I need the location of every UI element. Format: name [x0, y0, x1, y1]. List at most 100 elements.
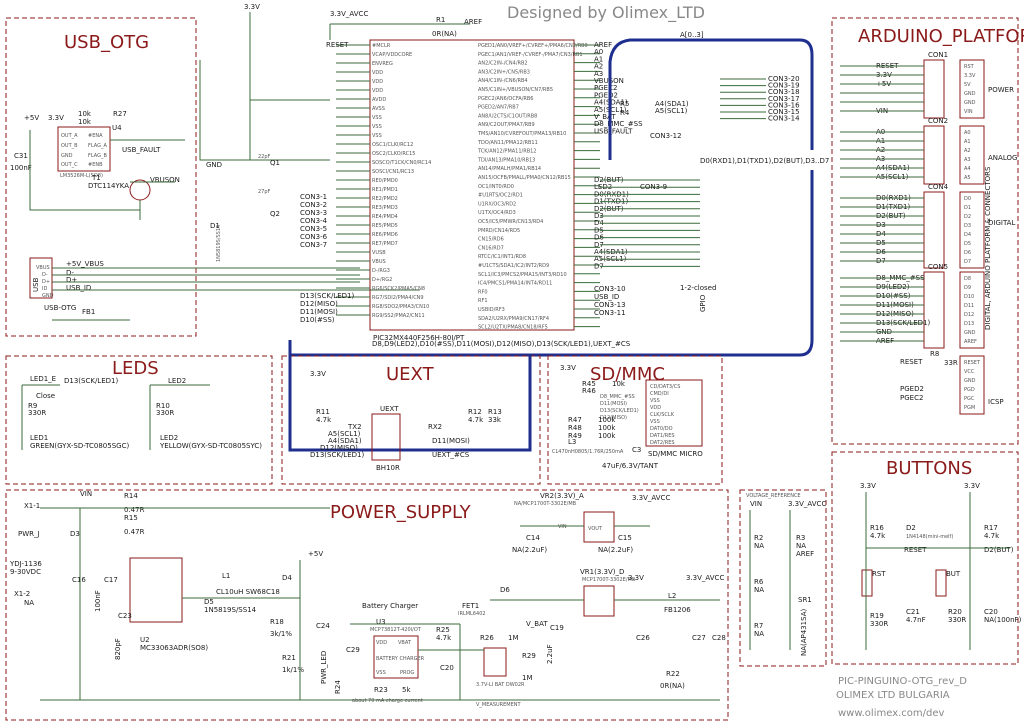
arduino-con4-pin: D0	[964, 196, 971, 202]
mcu-right-pin: #U1CTS/SDA1/IC2/INT2/RD9	[478, 263, 549, 269]
r47-ref: R47	[568, 416, 582, 424]
usb-pin-dm: D-	[42, 272, 48, 278]
uext-net: D13(SCK/LED1)	[310, 451, 364, 459]
u4-pin-7: FLAG_B	[88, 153, 107, 159]
mcu-right-pin: AN2/C2IN-/CN4/RB2	[478, 61, 528, 67]
mcu-left-pin: RG9/SS2/PMA2/CN11	[372, 313, 425, 319]
dp-net: D+	[66, 276, 77, 284]
power-wires	[40, 507, 720, 701]
mcu-right-pin: AN5/C1IN+/VBUSON/CN7/RB5	[478, 87, 553, 93]
u4-pin-3: GND	[61, 153, 73, 159]
uext-bh10r: BH10R	[376, 464, 400, 472]
mcu-left-pin: VSS	[372, 124, 382, 130]
mcu-right-pin: RF0	[478, 289, 488, 295]
con3-pin: CON3-15	[768, 108, 800, 116]
arduino-con5-pin: D9	[964, 285, 971, 291]
mcu-digital-net: D7	[594, 262, 604, 270]
mcu-analog-net: A1	[594, 55, 603, 63]
sd-socket[interactable]	[645, 379, 703, 447]
mcu-left-pin: RG8/SDO2/PMA3/CN10	[372, 304, 429, 310]
mcu-analog-net: AREF	[594, 41, 612, 49]
mcu-spi-net: D12(MISO)	[300, 300, 338, 308]
led1-desc: GREEN(GYX-SD-TC0805SGC)	[30, 442, 129, 450]
r46-ref: R46	[582, 387, 596, 395]
mcu-right-pin: SDA2/U2RX/PMA9/CN17/RF4	[478, 316, 549, 322]
arduino-icsp-pin: VCC	[964, 369, 975, 375]
footer-board: PIC-PINGUINO-OTG_rev_D	[838, 676, 967, 687]
arduino-con4-pin: D6	[964, 250, 971, 256]
r24-ref: R24	[334, 680, 342, 694]
u3-pin-label: BATTERY CHARGER	[376, 656, 425, 662]
u4-pin-1: OUT_A	[61, 133, 78, 139]
charge-note: about 70 mA charge current	[352, 698, 423, 704]
uext-title: UEXT	[386, 364, 435, 385]
r22-ref: R22	[666, 670, 680, 678]
arduino-con5-header[interactable]	[923, 271, 945, 349]
arduino-power-label: POWER	[988, 86, 1014, 94]
vr2-regulator	[583, 511, 615, 543]
c28-ref: C28	[712, 634, 726, 642]
mcu-right-pin: PGEC2/AN6/OCFA/RB6	[478, 96, 533, 102]
arduino-con2-header[interactable]	[923, 125, 945, 185]
mcu-right-pin: U1RX/OC3/RD2	[478, 201, 516, 207]
mcu-right-pin: PMRD/CN14/RD5	[478, 228, 520, 234]
l2-ref: L2	[668, 592, 676, 600]
arduino-con1-header[interactable]	[923, 59, 945, 119]
u3-ref: U3	[376, 618, 386, 626]
uext-header-label: UEXT	[380, 405, 399, 413]
arduino-con4-header[interactable]	[923, 191, 945, 269]
arduino-con2-pin: A3	[964, 157, 971, 163]
mcu-analog-net: V_BAT	[594, 113, 616, 121]
r19-ref: R19	[870, 612, 884, 620]
mcu-con3-net: CON3-6	[300, 233, 328, 241]
gpio-label: GPIO	[699, 294, 707, 312]
top-gnd: GND	[206, 161, 222, 169]
vr1-part: MCP1700T-3302E/MB	[582, 577, 636, 583]
mcu-right-pin: PGED2/AN7/RB7	[478, 105, 519, 111]
mcu-left-pin: VSS	[372, 133, 382, 139]
mcu-left-pin: ENVREG	[372, 61, 393, 67]
usb-connector[interactable]	[29, 257, 53, 299]
u4-3v3: 3.3V	[48, 114, 64, 122]
d2-ref: D2	[906, 524, 916, 532]
sd-pin: VDD	[650, 405, 661, 411]
btn-3v3-a: 3.3V	[860, 482, 876, 490]
arduino-con2-ref: CON2	[928, 117, 948, 125]
mcu-left-pin: D-/RG3	[372, 268, 390, 274]
arduino-icsp-net: RESET	[900, 358, 923, 366]
but-button[interactable]: BUT	[935, 569, 961, 597]
u3-pin-vdd: VDD	[376, 640, 387, 646]
bus-d	[288, 170, 814, 357]
arduino-icsp-pin: PGD	[964, 387, 975, 393]
u4-part: LM3526M-L(SO8)	[60, 173, 103, 179]
con3-9: CON3-9	[640, 183, 667, 191]
r20-val: 330R	[948, 616, 966, 624]
r45-val: 10k	[612, 380, 626, 388]
arduino-con4-frame	[959, 191, 985, 269]
r14-val: 0.47R	[124, 506, 145, 514]
mcu-left-pin: RE3/PMD3	[372, 205, 398, 211]
leds-frame	[5, 355, 273, 485]
mcu-left-pin: SOSCO/T1CK/CN0/RC14	[372, 160, 431, 166]
reset-button[interactable]: RST	[861, 569, 886, 597]
con3-pin: CON3-16	[768, 101, 800, 109]
sd-3v3: 3.3V	[560, 364, 576, 372]
footer-url: www.olimex.com/dev	[838, 708, 945, 719]
r49-val: 100k	[598, 432, 616, 440]
mcu-left-pin: AVSS	[372, 106, 385, 112]
sd-pin: CD/DAT3/CS	[650, 384, 680, 390]
btn-3v3-b: 3.3V	[964, 482, 980, 490]
uext-net: D11(MOSI)	[432, 437, 470, 445]
r12-val: 4.7k	[468, 416, 484, 424]
mcu-analog-net: USB_FAULT	[594, 127, 633, 135]
c29-ref: C29	[346, 646, 360, 654]
r17-ref: R17	[984, 524, 998, 532]
usb-lines	[52, 267, 420, 321]
con3-r5: R5	[620, 100, 629, 108]
c16-val: 100nF	[94, 590, 102, 612]
uext-header[interactable]	[371, 413, 401, 461]
top-3v3: 3.3V	[244, 3, 260, 11]
r21-val: 1k/1%	[282, 666, 304, 674]
pwr-j: PWR_J	[18, 530, 40, 538]
